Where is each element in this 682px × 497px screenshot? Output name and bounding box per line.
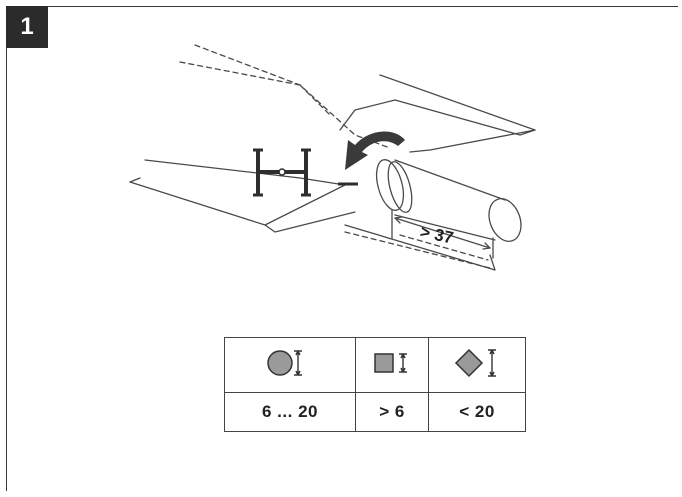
square-bar-range: > 6 <box>355 392 429 432</box>
lower-jaw <box>129 181 356 233</box>
lower-jaw-right <box>344 224 496 271</box>
diamond-bar-icon <box>454 348 496 377</box>
rod-collar-2 <box>387 161 413 213</box>
step-number-badge: 1 <box>6 6 48 48</box>
diamond-bar-cell <box>428 337 526 393</box>
lower-jaw-4 <box>264 184 346 226</box>
lower-jaw-2 <box>129 177 141 183</box>
square-bar-cell <box>355 337 429 393</box>
insertion-illustration: > 37 <box>129 44 536 271</box>
upper-jaw <box>379 74 536 136</box>
lower-jaw-dashed-2 <box>399 234 489 261</box>
rotate-arrow-icon <box>345 131 405 170</box>
step-number: 1 <box>20 13 34 40</box>
round-bar-range: 6 ... 20 <box>224 392 356 432</box>
rod-collar <box>375 159 405 211</box>
rod-end <box>488 198 522 242</box>
dim-line <box>391 209 494 259</box>
diamond-bar-range: < 20 <box>428 392 526 432</box>
lower-jaw-dashed <box>344 231 491 269</box>
square-bar-icon <box>374 352 407 373</box>
round-bar-icon <box>267 349 302 376</box>
upper-jaw-inner <box>339 99 396 131</box>
dim-arrow-right <box>482 242 491 250</box>
upper-jaw-dashed-2 <box>179 61 331 116</box>
bar-size-table: 6 ... 20 > 6 < 20 <box>224 337 526 432</box>
lower-jaw-3 <box>144 159 346 186</box>
rod-body <box>394 159 506 241</box>
upper-jaw-dashed <box>194 44 391 149</box>
hex-tool-icon <box>253 148 311 197</box>
dim-arrow-left <box>394 216 403 224</box>
upper-jaw-edge <box>409 129 536 153</box>
round-bar-cell <box>224 337 356 393</box>
dimension-label: > 37 <box>418 222 455 248</box>
